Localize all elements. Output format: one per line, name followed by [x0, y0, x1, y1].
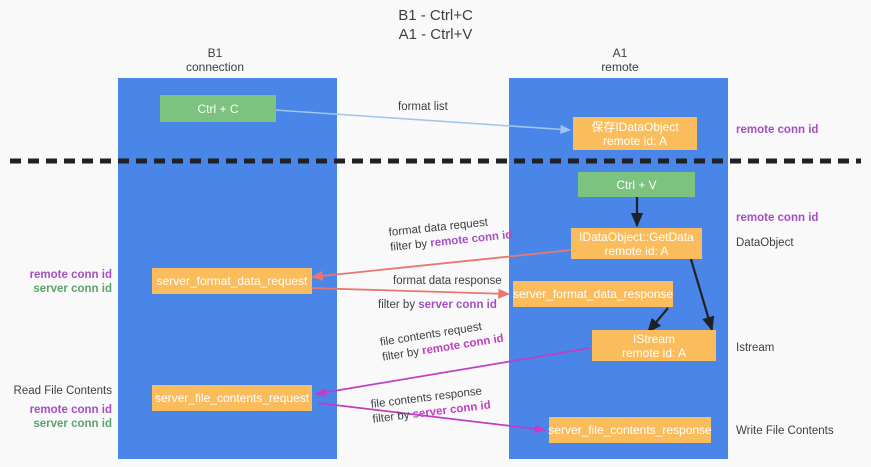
- annotation-remote-conn-id-mid: remote conn id: [736, 212, 819, 224]
- box-server-format-data-response[interactable]: server_format_data_response: [513, 281, 673, 307]
- filter-prefix-4: filter by: [371, 408, 414, 426]
- filter-key-server-conn-id: server conn id: [418, 299, 497, 311]
- box-ctrl-v[interactable]: Ctrl + V: [578, 172, 695, 197]
- annotation-read-file-contents: Read File Contents: [13, 385, 112, 397]
- annotation-left-remote-conn-id-2: remote conn id: [29, 404, 112, 416]
- edge-label-file-contents-response-group: file contents response filter by server …: [370, 384, 492, 428]
- box-server-file-contents-response[interactable]: server_file_contents_response: [548, 417, 712, 443]
- edge-label-format-data-response-filter: filter by server conn id: [378, 298, 497, 313]
- edge-label-file-contents-request-group: file contents request filter by remote c…: [379, 317, 505, 366]
- filter-prefix: filter by: [389, 237, 431, 254]
- annotation-dataobject: DataObject: [736, 237, 794, 249]
- box-server-format-data-request[interactable]: server_format_data_request: [152, 268, 312, 294]
- annotation-left-server-conn-id-2: server conn id: [33, 418, 112, 430]
- box-idataobject-getdata[interactable]: IDataObject::GetData remote id: A: [571, 228, 702, 259]
- box-server-file-contents-request[interactable]: server_file_contents_request: [152, 385, 312, 411]
- filter-prefix-2: filter by: [378, 299, 419, 311]
- column-header-b1: B1 connection: [185, 46, 245, 74]
- annotation-left-remote-conn-id: remote conn id: [29, 269, 112, 281]
- column-header-a1: A1 remote: [601, 46, 639, 74]
- edge-label-format-data-response: format data response: [393, 275, 502, 287]
- edge-label-format-list: format list: [398, 101, 448, 113]
- annotation-left-server-conn-id: server conn id: [33, 283, 112, 295]
- box-ctrl-c[interactable]: Ctrl + C: [160, 95, 276, 122]
- annotation-write-file-contents: Write File Contents: [736, 425, 834, 437]
- annotation-istream: Istream: [736, 342, 775, 354]
- annotation-remote-conn-id-top: remote conn id: [736, 124, 819, 136]
- box-save-idataobject[interactable]: 保存IDataObject remote id: A: [573, 117, 697, 150]
- box-istream[interactable]: IStream remote id: A: [592, 330, 716, 361]
- edge-label-format-data-request-group: format data request filter by remote con…: [388, 213, 513, 256]
- page-title: B1 - Ctrl+C A1 - Ctrl+V: [398, 7, 473, 43]
